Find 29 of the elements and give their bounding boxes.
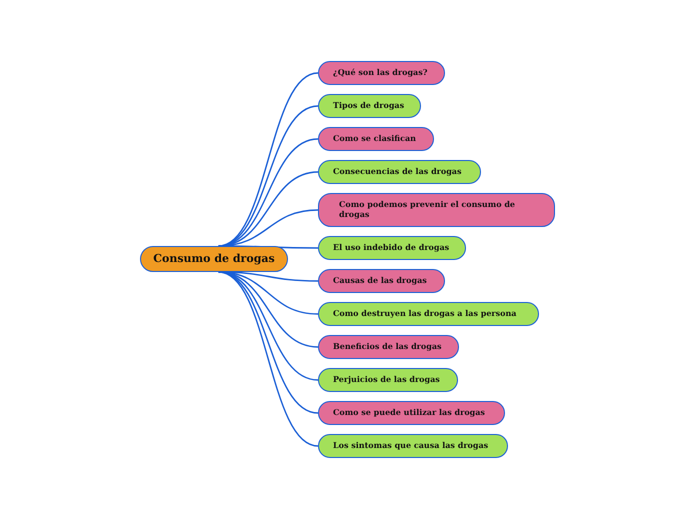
topic-box [318,269,445,293]
topic-box [318,127,434,151]
topic-box [318,368,458,392]
connector-line [218,138,318,247]
topic-box [318,94,421,118]
topic-text: Beneficios de las drogas [333,342,442,352]
topic-text: Causas de las drogas [333,276,427,286]
topic-text: Como se clasifican [333,134,416,144]
topic-text: ¿Qué son las drogas? [333,68,428,78]
topic-text: Los sintomas que causa las drogas [333,441,488,451]
topic-box [318,236,466,260]
topic-box [318,335,459,359]
central-topic-box [140,246,288,272]
topic-box [318,61,445,85]
topic-text: Consecuencias de las drogas [333,167,462,177]
topic-text: Como destruyen las drogas a las persona [333,309,516,319]
connector-line [218,271,318,447]
topic-text: El uso indebido de drogas [333,243,450,253]
topic-box [318,302,539,326]
topic-box [318,193,555,227]
topic-text: Perjuicios de las drogas [333,375,440,385]
central-topic-text: Consumo de drogas [153,252,275,266]
topic-text: Tipos de drogas [333,101,404,111]
connector-line [218,209,318,247]
topic-text: Como se puede utilizar las drogas [333,408,485,418]
topic-text: Como podemos prevenir el consumo de drogas [339,200,516,220]
topic-box [318,401,505,425]
topic-box [318,160,481,184]
topic-box [318,434,508,458]
